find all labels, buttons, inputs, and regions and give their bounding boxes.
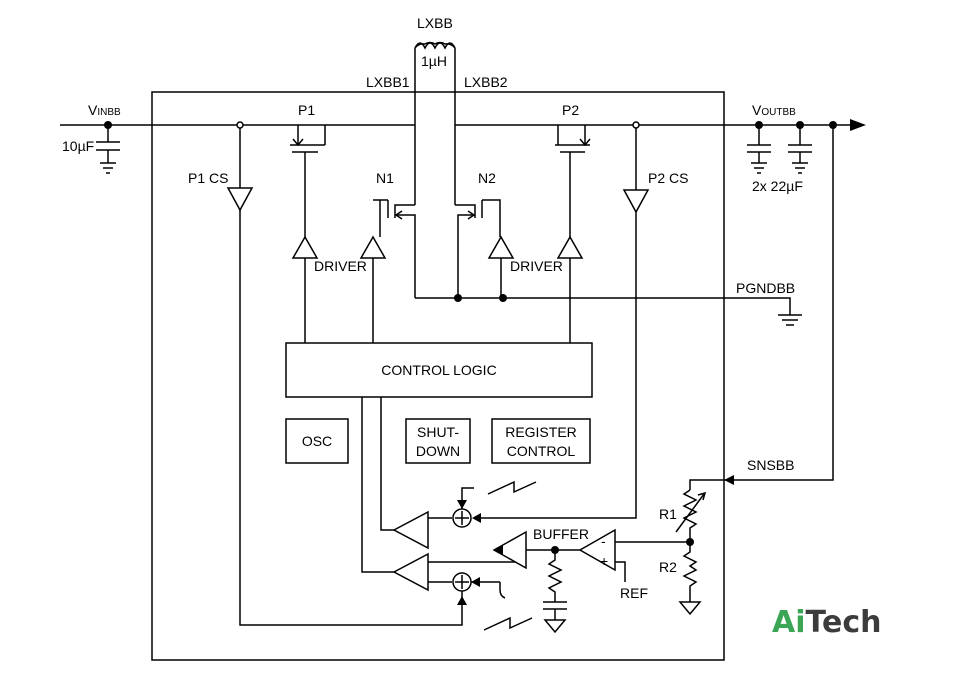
vout-label: VOUTBB [752, 102, 796, 118]
control-logic-block [285, 342, 593, 398]
ramp-bottom-lead [499, 582, 506, 599]
p1cs-amp [226, 187, 254, 212]
register-label-line2: CONTROL [507, 443, 576, 459]
p2cs-label: P2 CS [648, 170, 688, 186]
driver-wires [304, 258, 571, 343]
driver-left-label: DRIVER [314, 258, 367, 274]
osc-label: OSC [302, 433, 332, 449]
comp2-out-wire [361, 397, 394, 573]
shutdown-block [405, 418, 471, 464]
p1cs-feedback-wire [239, 210, 463, 626]
error-amp [578, 528, 616, 572]
comparator-top [392, 510, 429, 550]
n1-label: N1 [376, 170, 394, 186]
comp1-out-wire [380, 397, 394, 531]
driver-p2 [556, 235, 584, 259]
lxbb-label: LXBB [417, 15, 453, 31]
p1-label: P1 [298, 102, 315, 118]
n2-switch [455, 199, 501, 298]
lxbb2-label: LXBB2 [464, 74, 508, 90]
p1cs-label: P1 CS [188, 170, 228, 186]
n2-label: N2 [478, 170, 496, 186]
register-control-block [491, 418, 591, 464]
ramp-top-wire [461, 487, 474, 509]
driver-n2 [487, 235, 515, 259]
buffer-arrow-icon [494, 545, 503, 555]
r2-label: R2 [659, 559, 677, 575]
comparator-input-wires [428, 517, 525, 583]
p2cs-arrow-icon [472, 513, 481, 523]
shutdown-label-line2: DOWN [416, 443, 460, 459]
pgnd-node-1 [454, 294, 462, 302]
driver-n1 [359, 235, 387, 259]
pgnd-node-2 [499, 294, 507, 302]
summer-bottom-arrow-icon [471, 577, 480, 587]
osc-block [285, 418, 349, 464]
opamp-plus-label: + [600, 553, 608, 569]
inductor [414, 41, 456, 92]
driver-p1 [291, 235, 319, 259]
pgnd-wire [415, 297, 791, 315]
ref-label: REF [620, 585, 648, 601]
p1-switch [290, 125, 326, 237]
p2-label: P2 [562, 102, 579, 118]
p2cs-amp [622, 189, 650, 214]
vin-label: VINBB [88, 102, 121, 118]
inductor-value-label: 1µH [421, 53, 447, 69]
pgnd-ground-icon [778, 314, 802, 326]
ramp-bottom-arrow-icon [457, 596, 467, 605]
p2cs-feedback-wire [475, 212, 637, 519]
error-amp-input-wires [615, 541, 690, 582]
n1-switch [373, 199, 416, 298]
snsbb-wire [725, 125, 834, 481]
p2cs-tap [632, 121, 640, 129]
shutdown-label-line1: SHUT- [417, 424, 459, 440]
compensation-network [543, 550, 567, 634]
cin-label: 10µF [62, 138, 94, 154]
vout-arrow-icon [850, 119, 866, 131]
control-logic-label: CONTROL LOGIC [381, 362, 496, 378]
ramp-bottom-sawtooth-icon [483, 616, 533, 631]
ramp-top-arrow-icon [457, 500, 467, 509]
comparator-bottom [392, 552, 429, 592]
r1-label: R1 [659, 506, 677, 522]
lxbb1-label: LXBB1 [366, 74, 410, 90]
register-label-line1: REGISTER [505, 424, 577, 440]
pgndbb-label: PGNDBB [736, 280, 795, 296]
snsbb-internal-wire [689, 479, 725, 490]
aitech-logo: AiTech [772, 605, 881, 640]
input-capacitor [96, 125, 120, 174]
driver-right-label: DRIVER [510, 258, 563, 274]
r2-resistor [678, 542, 702, 616]
switch-node-wires [414, 92, 456, 205]
cout-label: 2x 22µF [752, 178, 803, 194]
summer-top [452, 508, 472, 528]
opamp-minus-label: - [601, 533, 606, 549]
snsbb-label: SNSBB [747, 457, 794, 473]
summer-bottom [452, 572, 472, 592]
chip-boundary [151, 91, 725, 661]
output-capacitors [747, 125, 812, 174]
r1-variable-resistor [675, 489, 707, 542]
snsbb-arrow-icon [724, 475, 734, 485]
p1cs-tap [236, 121, 244, 129]
buffer-label: BUFFER [533, 526, 589, 542]
p2-switch [555, 125, 591, 237]
ramp-top-sawtooth-icon [487, 480, 537, 495]
